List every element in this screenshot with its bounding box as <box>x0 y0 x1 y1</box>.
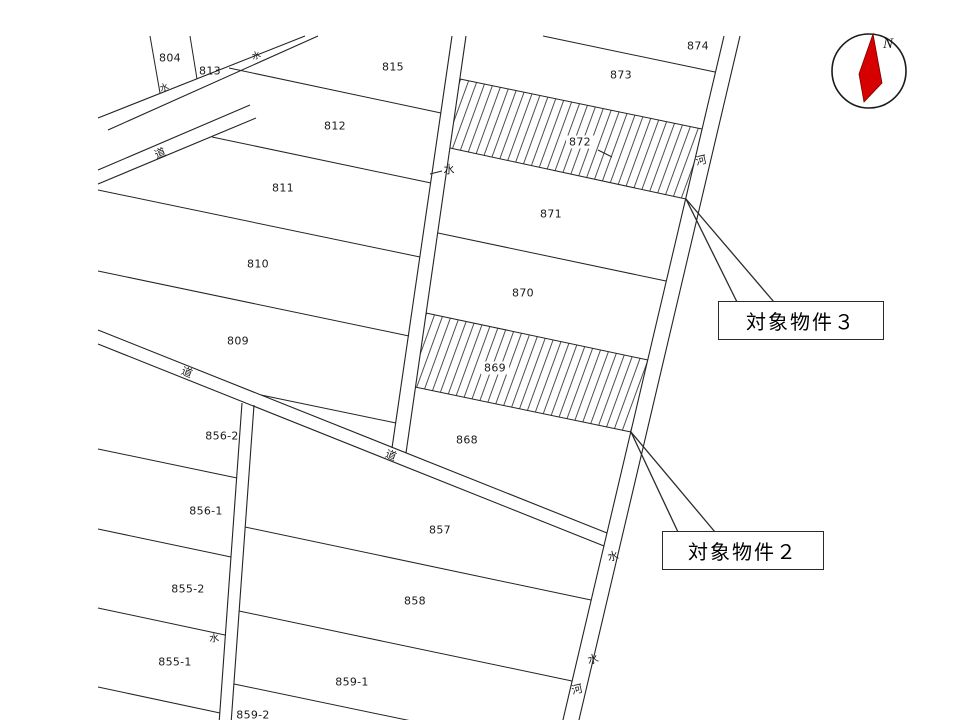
central-waterway <box>391 35 467 454</box>
north-compass: N <box>831 32 907 109</box>
left-ditch <box>218 402 255 720</box>
callout-leader-2 <box>630 431 716 533</box>
north-arrow-icon <box>858 32 883 103</box>
hatched-parcel-872 <box>450 79 702 199</box>
parcel-boundaries <box>97 35 716 720</box>
callout-target-property-2: 対象物件２ <box>662 531 824 570</box>
map-tick-marks <box>429 149 613 175</box>
compass-n-label: N <box>882 36 894 52</box>
right-river-road <box>562 35 741 720</box>
callout-leader-3 <box>685 198 775 303</box>
topleft-water-strip <box>97 35 319 185</box>
callout-target-property-3: 対象物件３ <box>718 301 884 340</box>
diagonal-road <box>97 329 608 547</box>
hatched-parcel-869 <box>415 313 648 432</box>
